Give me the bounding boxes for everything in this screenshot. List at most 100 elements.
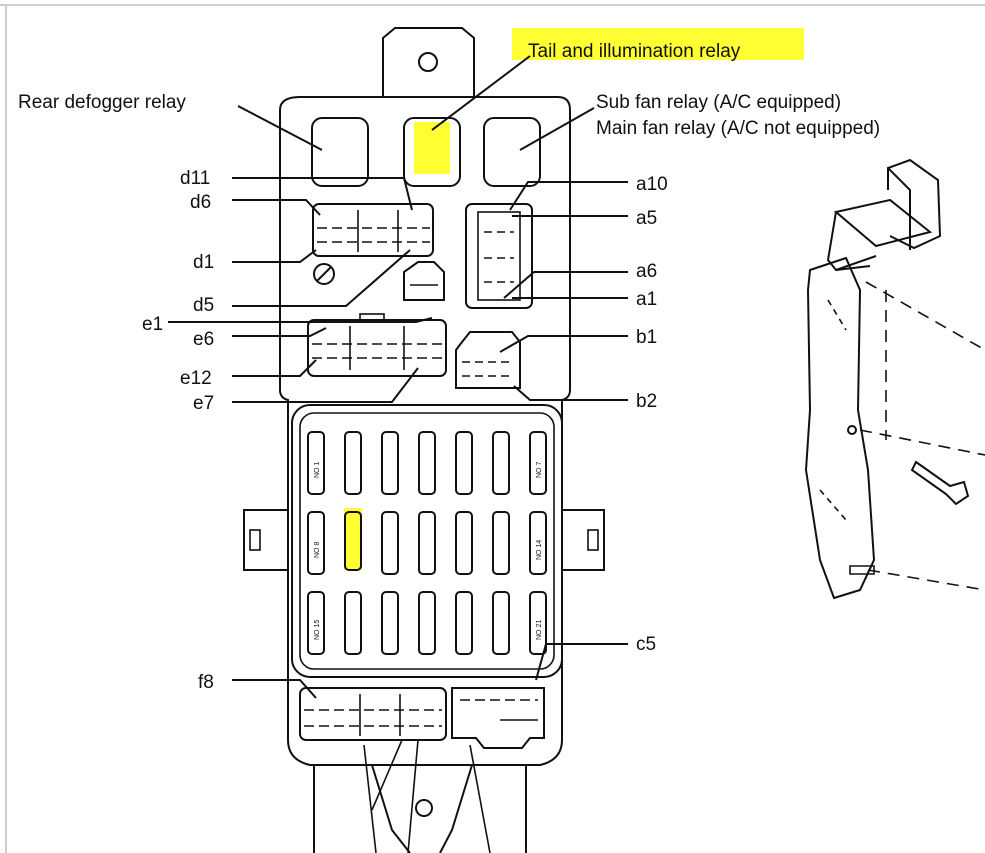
right-mounting-tab xyxy=(562,509,605,571)
bracket-dash-2 xyxy=(859,429,985,456)
label-a6: a6 xyxy=(636,261,657,282)
fuse-slot-no8 xyxy=(307,511,325,575)
fuse-slot-13 xyxy=(492,511,510,575)
label-tail-relay: Tail and illumination relay xyxy=(528,41,741,62)
leader-d5 xyxy=(232,249,411,307)
fuse-slot-no7 xyxy=(529,431,547,495)
fuse-label-no21: NO 21 xyxy=(536,620,543,640)
bracket-clip-edge xyxy=(887,167,911,250)
leader-tail-relay xyxy=(431,55,531,131)
fuse-slot-4 xyxy=(418,431,436,495)
fuse-slot-2 xyxy=(344,431,362,495)
connector-a xyxy=(465,203,533,309)
bracket-arm-detail-2 xyxy=(819,489,847,521)
label-e7: e7 xyxy=(193,393,214,414)
leader-sub-fan xyxy=(519,107,595,151)
fuse-slot-20 xyxy=(492,591,510,655)
connector-f xyxy=(299,687,447,741)
leader-b2 xyxy=(513,385,628,401)
label-d5: d5 xyxy=(193,295,214,316)
top-mount-hole xyxy=(418,52,438,72)
label-d1: d1 xyxy=(193,252,214,273)
tail-relay-label-highlight xyxy=(512,28,804,60)
fuse-slot-12 xyxy=(455,511,473,575)
leader-e1 xyxy=(168,317,433,323)
leader-c5 xyxy=(535,643,628,681)
top-mounting-tab xyxy=(382,27,475,97)
label-d11: d11 xyxy=(180,168,210,189)
label-a1: a1 xyxy=(636,289,657,310)
label-e12: e12 xyxy=(180,368,212,389)
wire-1 xyxy=(363,744,377,853)
fuse-label-no14: NO 14 xyxy=(536,540,543,560)
tail-relay-highlight xyxy=(414,122,450,174)
fuse-slot-16 xyxy=(344,591,362,655)
bracket-dash-1 xyxy=(865,281,985,351)
leader-a6 xyxy=(503,271,628,299)
leader-e7 xyxy=(232,367,419,403)
label-e1: e1 xyxy=(142,314,163,335)
bracket-bolt-bottom xyxy=(849,565,875,575)
label-b1: b1 xyxy=(636,327,657,348)
connector-d-screw xyxy=(313,263,335,285)
fuse-label-no1: NO 1 xyxy=(314,462,321,478)
label-e6: e6 xyxy=(193,329,214,350)
bracket-bolt-top xyxy=(835,265,871,271)
wire-4 xyxy=(469,744,491,853)
fuse-no9-highlight xyxy=(344,508,362,570)
connector-b xyxy=(455,331,521,389)
sub-fan-relay-socket xyxy=(483,117,541,187)
connector-c xyxy=(451,687,545,749)
label-a10: a10 xyxy=(636,174,668,195)
fuse-label-no7: NO 7 xyxy=(536,462,543,478)
label-b2: b2 xyxy=(636,391,657,412)
left-mounting-tab xyxy=(243,509,288,571)
bracket-bolt xyxy=(910,460,970,506)
connector-d xyxy=(312,203,434,257)
bracket-hole xyxy=(847,425,857,435)
leader-rear-defogger xyxy=(237,105,323,151)
left-tab-slot xyxy=(249,529,261,551)
fuse-slot-6 xyxy=(492,431,510,495)
bracket-plate-side xyxy=(826,211,877,272)
leader-d1 xyxy=(232,249,317,263)
leader-b1 xyxy=(499,335,628,353)
fuse-label-no8: NO 8 xyxy=(314,542,321,558)
fuse-slot-11 xyxy=(418,511,436,575)
fuse-slot-3 xyxy=(381,431,399,495)
fuse-slot-no1 xyxy=(307,431,325,495)
label-f8: f8 xyxy=(198,672,214,693)
fuse-slot-no15 xyxy=(307,591,325,655)
leader-f8 xyxy=(232,679,317,699)
bracket-left-strut xyxy=(371,764,411,853)
leader-d6 xyxy=(232,199,321,216)
leader-e6 xyxy=(232,327,327,337)
label-main-fan: Main fan relay (A/C not equipped) xyxy=(596,118,880,139)
right-tab-slot xyxy=(587,529,599,551)
fuse-slot-18 xyxy=(418,591,436,655)
leader-e12 xyxy=(232,359,317,377)
fuse-slot-17 xyxy=(381,591,399,655)
rear-defogger-relay-socket xyxy=(311,117,369,187)
bracket-dash-3 xyxy=(867,569,985,591)
leader-a10 xyxy=(509,181,628,211)
tail-relay-socket xyxy=(403,117,461,187)
fuse-block xyxy=(291,404,563,678)
wire-2 xyxy=(407,739,419,853)
fuse-slot-no21 xyxy=(529,591,547,655)
label-rear-defogger: Rear defogger relay xyxy=(18,92,186,113)
bottom-mount-hole xyxy=(415,799,433,817)
fuse-box-outline xyxy=(279,96,571,766)
leader-d11 xyxy=(232,177,413,211)
connector-a-inner xyxy=(477,211,521,301)
fuse-slot-no14 xyxy=(529,511,547,575)
fuse-label-no15: NO 15 xyxy=(314,620,321,640)
fuse-slot-9 xyxy=(344,511,362,571)
label-a5: a5 xyxy=(636,208,657,229)
fuse-slot-5 xyxy=(455,431,473,495)
fuse-slot-10 xyxy=(381,511,399,575)
label-d6: d6 xyxy=(190,192,211,213)
connector-e xyxy=(307,319,447,377)
